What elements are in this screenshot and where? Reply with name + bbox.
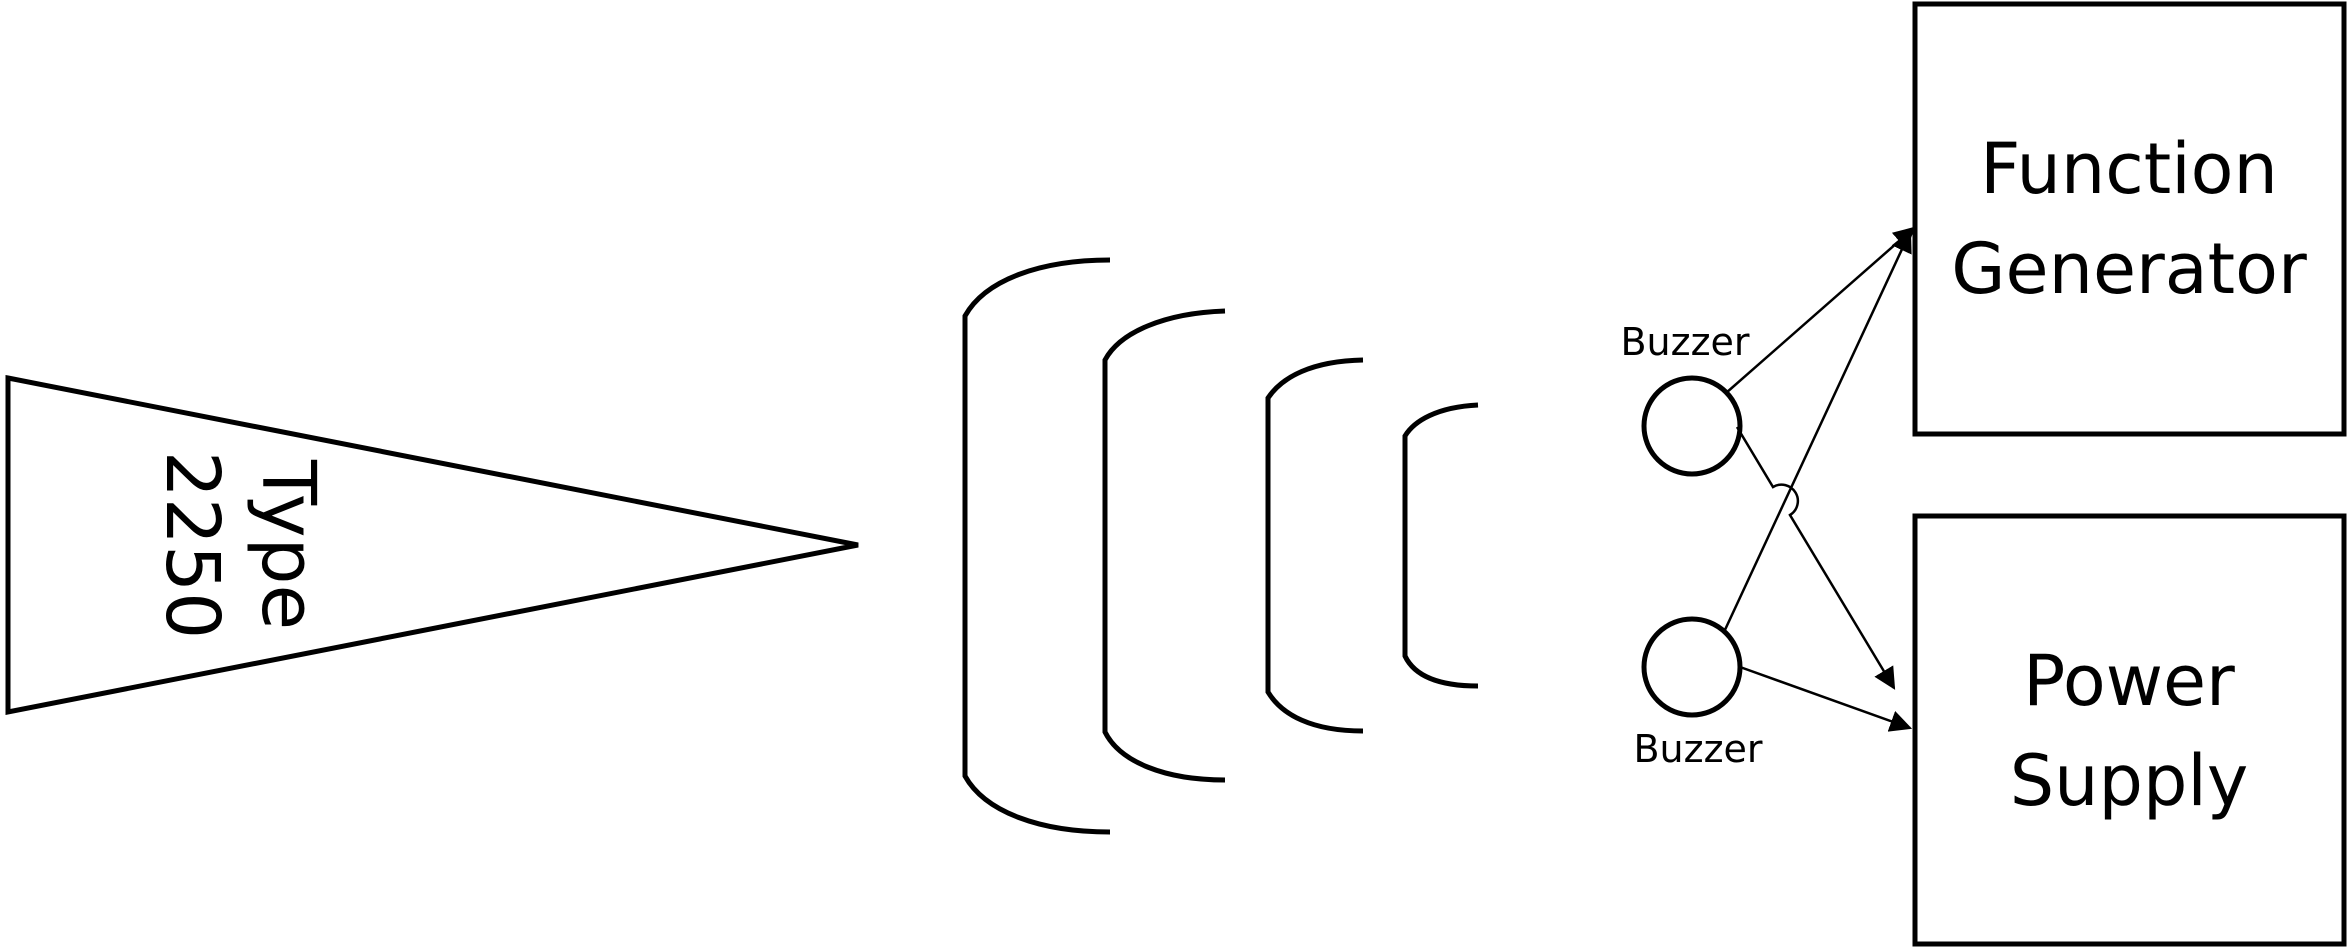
wire-bottom-buzzer-to-power-supply (1739, 665, 1913, 732)
meter-label-line1: Type (245, 459, 331, 630)
sound-level-meter: Type 2250 (5, 374, 859, 716)
power-supply: Power Supply (1912, 513, 2347, 947)
function-generator-label-line2: Generator (1951, 228, 2307, 310)
buzzer-top-icon (1641, 375, 1743, 477)
meter-icon (5, 374, 859, 716)
wires (1722, 226, 1916, 732)
buzzer-bottom-icon (1641, 616, 1743, 718)
function-generator-label-line1: Function (1980, 128, 2278, 210)
function-generator: Function Generator (1912, 1, 2347, 437)
wire-top-buzzer-to-generator (1725, 226, 1916, 394)
power-supply-label-line1: Power (2023, 640, 2235, 722)
power-supply-box (1912, 513, 2347, 947)
function-generator-box (1912, 1, 2347, 437)
wave-arc-2 (1102, 308, 1226, 783)
power-supply-label-line2: Supply (2010, 740, 2249, 822)
meter-label-line2: 2250 (149, 451, 235, 639)
wire-bottom-buzzer-to-generator (1722, 230, 1912, 633)
buzzer-bottom-label: Buzzer (1633, 727, 1762, 771)
wave-arc-1 (962, 257, 1111, 835)
sound-waves-icon (962, 257, 1479, 835)
wave-arc-3 (1265, 357, 1364, 734)
buzzer-bottom: Buzzer (1633, 616, 1763, 771)
buzzer-top-label: Buzzer (1620, 320, 1749, 364)
wave-arc-4 (1402, 402, 1479, 689)
buzzer-top: Buzzer (1620, 320, 1750, 477)
wire-top-buzzer-to-power-supply (1735, 426, 1896, 690)
